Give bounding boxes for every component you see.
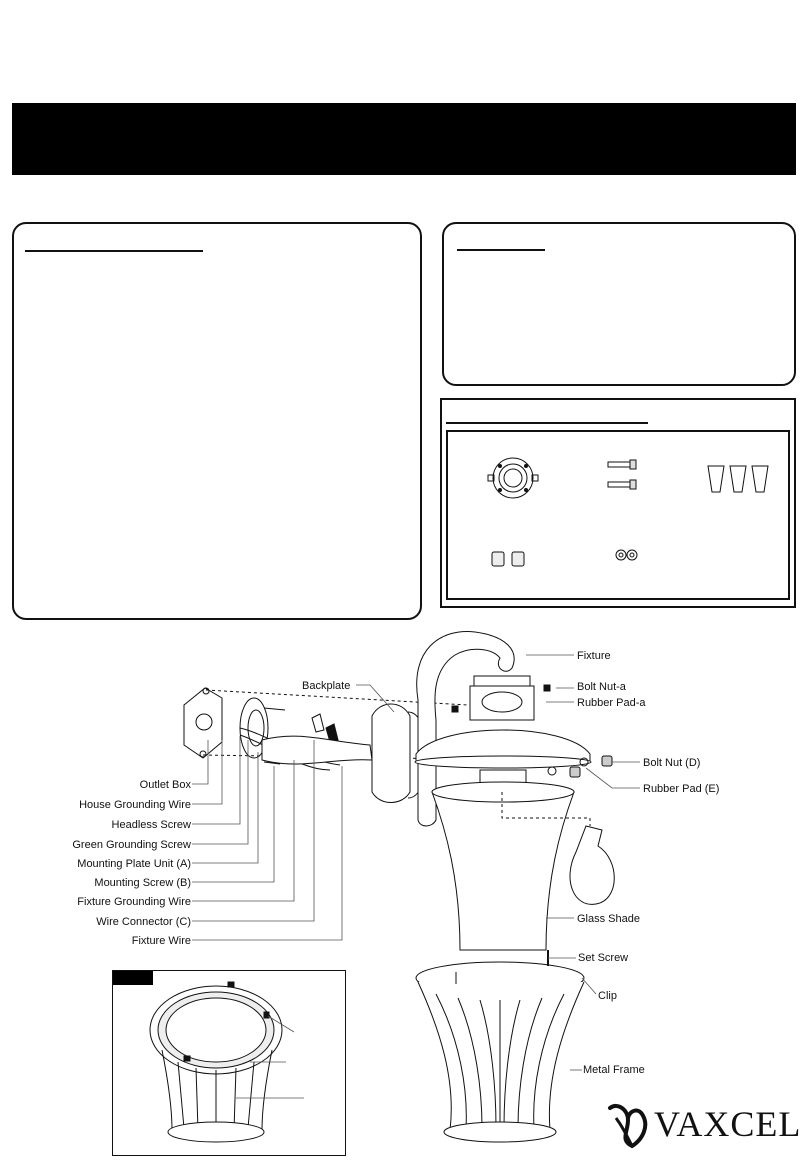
label-house-grounding-wire: House Grounding Wire (79, 799, 191, 811)
parts-heading-underline (446, 422, 648, 424)
label-rubber-pad-a: Rubber Pad-a (577, 697, 646, 709)
wire-connector-part (707, 465, 769, 493)
label-fixture: Fixture (577, 650, 611, 662)
label-clip: Clip (598, 990, 617, 1002)
vaxcel-logo-icon (608, 1103, 648, 1149)
rubber-pad-part (615, 549, 638, 561)
inset-detail-tab (113, 971, 153, 985)
label-bolt-nut-a: Bolt Nut-a (577, 681, 627, 693)
label-green-grounding-screw: Green Grounding Screw (72, 839, 191, 851)
brand-name: VAXCEL (654, 1104, 802, 1144)
label-mounting-screw: Mounting Screw (B) (94, 877, 191, 889)
notes-box (442, 222, 796, 386)
label-bolt-nut-d: Bolt Nut (D) (643, 757, 700, 769)
backplate-shape (371, 703, 411, 803)
header-banner (12, 103, 796, 175)
mounting-plate-part (487, 457, 539, 499)
fixture-top-shape (415, 729, 591, 763)
parts-content (446, 430, 790, 600)
mounting-screw-part (607, 459, 637, 490)
label-fixture-wire: Fixture Wire (132, 935, 191, 947)
label-outlet-box: Outlet Box (140, 779, 192, 791)
label-rubber-pad-e: Rubber Pad (E) (643, 783, 719, 795)
gooseneck-shape (416, 631, 515, 827)
instructions-heading-underline (25, 250, 203, 252)
label-mounting-plate-unit: Mounting Plate Unit (A) (77, 858, 191, 870)
label-wire-connector: Wire Connector (C) (96, 916, 191, 928)
label-backplate: Backplate (302, 680, 350, 692)
bulb-shape (569, 825, 615, 905)
bolt-nut-part (491, 551, 525, 567)
label-fixture-grounding-wire: Fixture Grounding Wire (77, 896, 191, 908)
label-set-screw: Set Screw (578, 952, 628, 964)
label-headless-screw: Headless Screw (112, 819, 192, 831)
instructions-box (12, 222, 422, 620)
label-glass-shade: Glass Shade (577, 913, 640, 925)
label-metal-frame: Metal Frame (583, 1064, 645, 1076)
parts-box (440, 398, 796, 608)
inset-detail-box (112, 970, 346, 1156)
notes-heading-underline (457, 249, 545, 251)
